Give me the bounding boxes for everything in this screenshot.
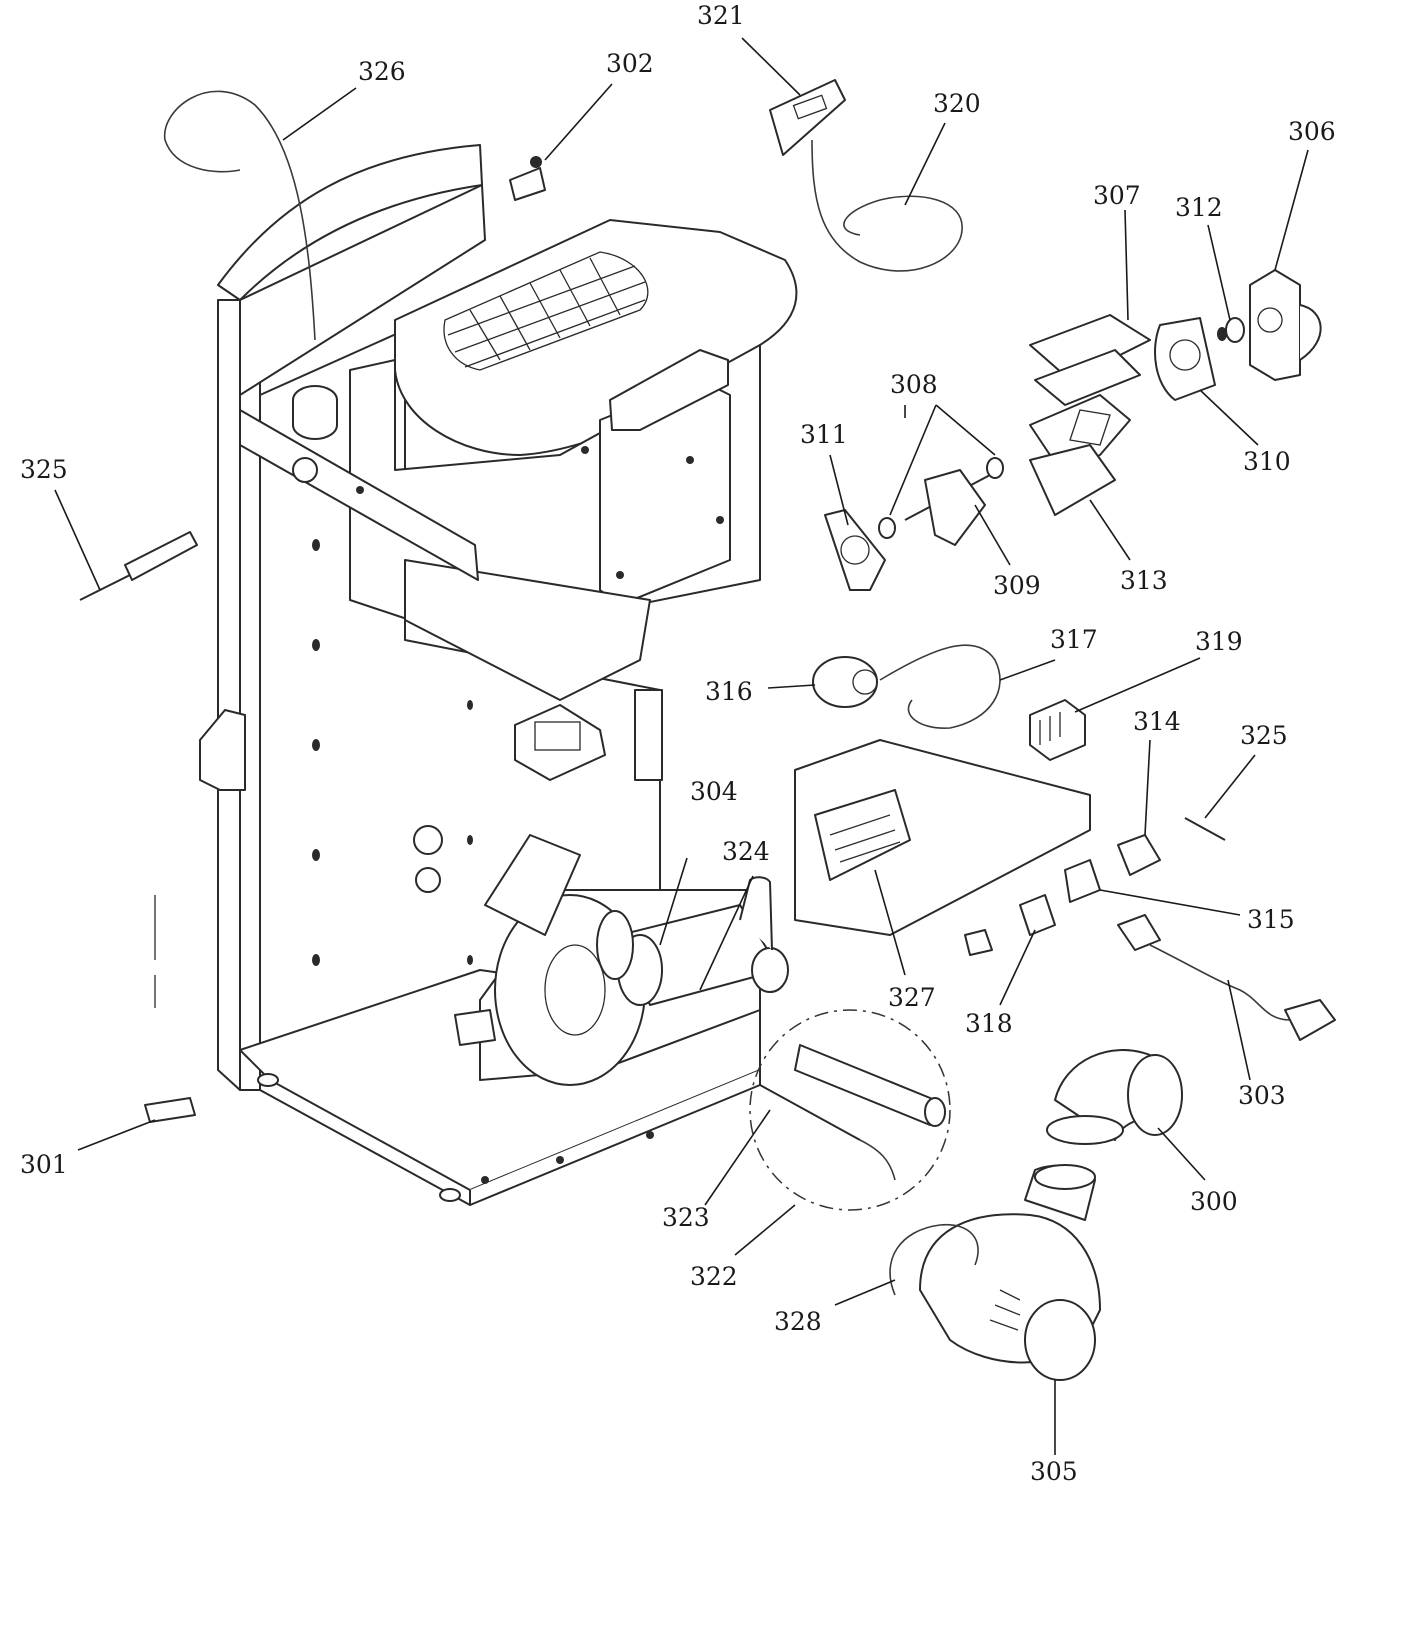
rocker-switch-graphic <box>1019 894 1056 936</box>
callout-317: 317 <box>1050 625 1098 654</box>
callout-325-left: 325 <box>20 455 68 484</box>
callout-307: 307 <box>1093 181 1141 210</box>
callout-301: 301 <box>20 1150 68 1179</box>
igniter-assembly-outline <box>749 1009 951 1211</box>
hose-graphic <box>879 644 1001 729</box>
callout-labels: 321 326 302 320 306 307 312 308 311 310 … <box>20 1 1336 1486</box>
callout-321: 321 <box>697 1 745 30</box>
callout-328: 328 <box>774 1307 822 1336</box>
power-socket-graphic <box>1064 859 1101 903</box>
motor-flange-graphic <box>1154 317 1216 401</box>
bearings-graphic <box>878 457 1004 539</box>
igniter-graphic <box>759 1044 946 1181</box>
relay-graphic <box>1029 699 1086 761</box>
coupling-graphic <box>1217 317 1245 343</box>
callout-326: 326 <box>358 57 406 86</box>
callout-310: 310 <box>1243 447 1291 476</box>
callout-302: 302 <box>606 49 654 78</box>
callout-308: 308 <box>890 370 938 399</box>
callout-316: 316 <box>705 677 753 706</box>
elbow-pipe-graphic <box>1046 1049 1183 1145</box>
callout-306: 306 <box>1288 117 1336 146</box>
agitator-shaft-graphic <box>904 469 991 546</box>
probe-left-graphic <box>79 531 198 601</box>
callout-324: 324 <box>722 837 770 866</box>
blower-fan-graphic <box>919 1164 1101 1381</box>
leader-lines <box>54 37 1309 1455</box>
bearing-housing-graphic <box>824 509 886 591</box>
callout-304: 304 <box>690 777 738 806</box>
burner-tube-graphic <box>617 876 789 1006</box>
mounting-plate-graphic <box>1029 444 1116 516</box>
callout-320: 320 <box>933 89 981 118</box>
callout-314: 314 <box>1133 707 1181 736</box>
thermostat-graphic <box>1117 834 1161 876</box>
callout-327: 327 <box>888 983 936 1012</box>
probe-right-graphic <box>1184 817 1226 841</box>
callout-319: 319 <box>1195 627 1243 656</box>
callout-325-right: 325 <box>1240 721 1288 750</box>
stove-body <box>154 144 798 1206</box>
callout-315: 315 <box>1247 905 1295 934</box>
callout-300: 300 <box>1190 1187 1238 1216</box>
callout-318: 318 <box>965 1009 1013 1038</box>
callout-312: 312 <box>1175 193 1223 222</box>
bracket-plate-graphic <box>1029 314 1151 471</box>
probe-cable-graphic <box>163 90 316 341</box>
fan-cable-graphic <box>889 1223 979 1296</box>
display-panel-graphic <box>769 79 846 156</box>
lid-grid <box>443 251 649 371</box>
limit-switch-graphic <box>144 1097 196 1123</box>
pressure-switch-graphic <box>812 656 878 708</box>
gear-motor-graphic <box>1249 269 1322 381</box>
callout-311: 311 <box>800 420 848 449</box>
callout-305: 305 <box>1030 1457 1078 1486</box>
power-cord-graphic <box>1117 914 1336 1041</box>
callout-309: 309 <box>993 571 1041 600</box>
display-cable-graphic <box>811 139 963 272</box>
callout-322: 322 <box>690 1262 738 1291</box>
callout-313: 313 <box>1120 566 1168 595</box>
control-board-graphic <box>794 739 1091 936</box>
callout-303: 303 <box>1238 1081 1286 1110</box>
door-switch-graphic <box>509 156 546 201</box>
callout-323: 323 <box>662 1203 710 1232</box>
